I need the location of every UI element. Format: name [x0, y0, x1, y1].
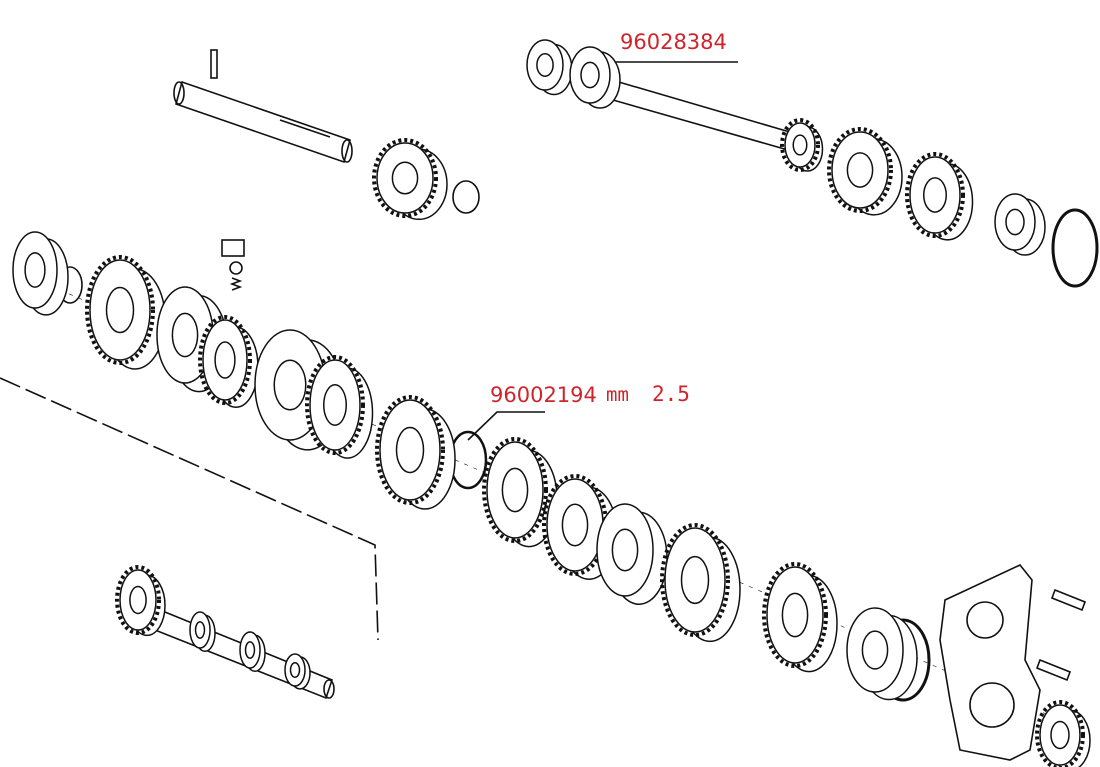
circlip	[1051, 208, 1099, 288]
synchro-sleeve	[660, 523, 741, 643]
bolt	[1050, 588, 1087, 612]
gear	[372, 138, 448, 221]
gear	[762, 562, 838, 673]
circlip	[452, 180, 480, 214]
shaft-collar	[284, 653, 311, 690]
synchro-hub	[254, 329, 344, 451]
gear	[482, 437, 558, 548]
bearing	[526, 39, 573, 96]
input-shaft	[604, 78, 801, 153]
bearing	[994, 193, 1046, 256]
shim-thickness-label: 2.5	[652, 382, 690, 406]
bolt	[1035, 658, 1072, 682]
bearing	[12, 231, 69, 316]
synchro-hub	[596, 503, 668, 606]
selector-shaft	[173, 49, 353, 164]
part-number-label-96002194: 96002194	[490, 383, 597, 407]
pinion-gear	[115, 565, 166, 637]
part-number-label-96028384: 96028384	[620, 30, 727, 54]
shim-unit-label: mm	[606, 384, 629, 406]
shaft-collar	[189, 611, 216, 652]
gear	[305, 355, 374, 459]
shaft-collar	[239, 631, 266, 672]
bearing	[846, 607, 918, 701]
gear	[375, 395, 456, 510]
gear	[780, 118, 824, 172]
leader-line-96002194	[467, 411, 545, 441]
reference-dashed-line	[0, 377, 379, 641]
cover-plate	[939, 564, 1041, 761]
pinion-gear	[1035, 700, 1091, 767]
gear	[198, 315, 259, 408]
gear	[905, 152, 974, 241]
detent-plunger	[221, 239, 245, 257]
gear	[827, 127, 903, 216]
gear	[85, 255, 166, 370]
bearing-96028384	[569, 46, 621, 109]
